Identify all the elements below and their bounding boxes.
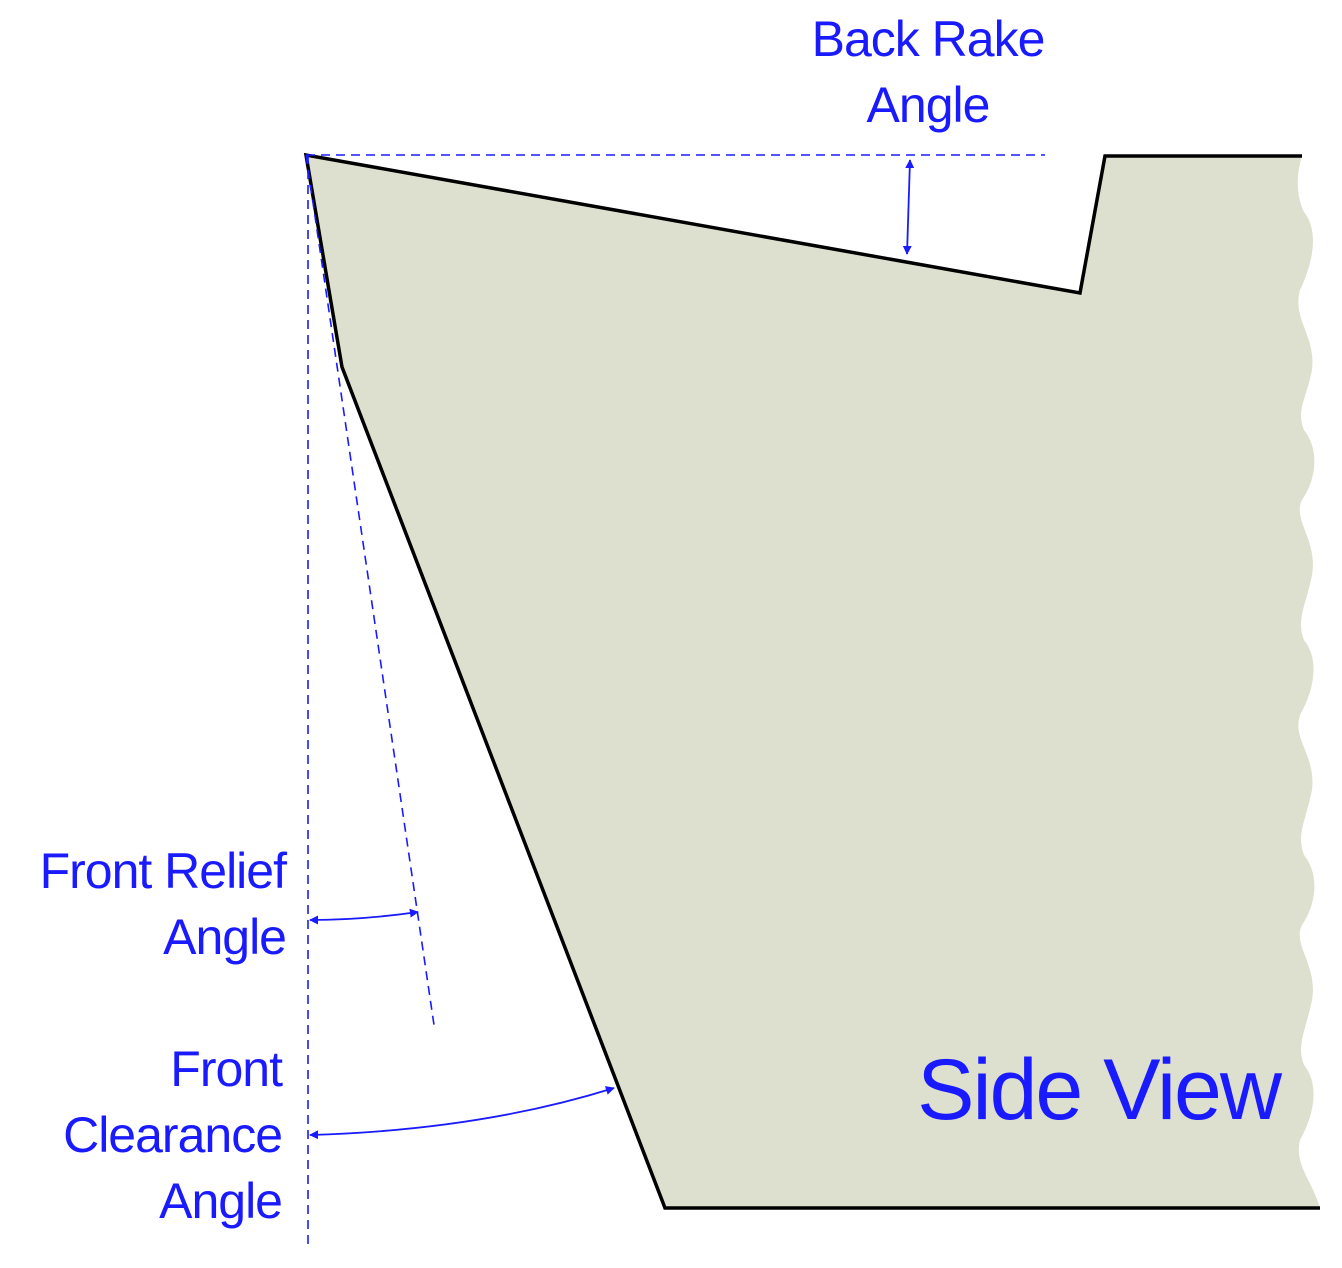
front-clearance-label-line-3: Angle	[159, 1173, 283, 1229]
front-relief-angle-arrow	[309, 908, 419, 925]
front-clearance-label-line-1: Front	[170, 1041, 283, 1097]
tool-body	[306, 155, 1320, 1208]
front-relief-label-line-2: Angle	[163, 909, 287, 965]
front-clearance-angle-arrow	[309, 1086, 615, 1140]
front-relief-angle-label: Front Relief Angle	[0, 838, 287, 970]
back-rake-angle-label: Back Rake Angle	[768, 6, 1088, 138]
front-clearance-angle-label: Front Clearance Angle	[0, 1036, 283, 1234]
back-rake-angle-arrow	[902, 159, 915, 255]
back-rake-label-line-1: Back Rake	[811, 11, 1046, 67]
view-title: Side View	[917, 1042, 1282, 1138]
relief-reference-line	[305, 154, 435, 1026]
front-clearance-label-line-2: Clearance	[63, 1107, 283, 1163]
back-rake-label-line-2: Angle	[866, 77, 991, 133]
front-relief-label-line-1: Front Relief	[39, 843, 287, 899]
